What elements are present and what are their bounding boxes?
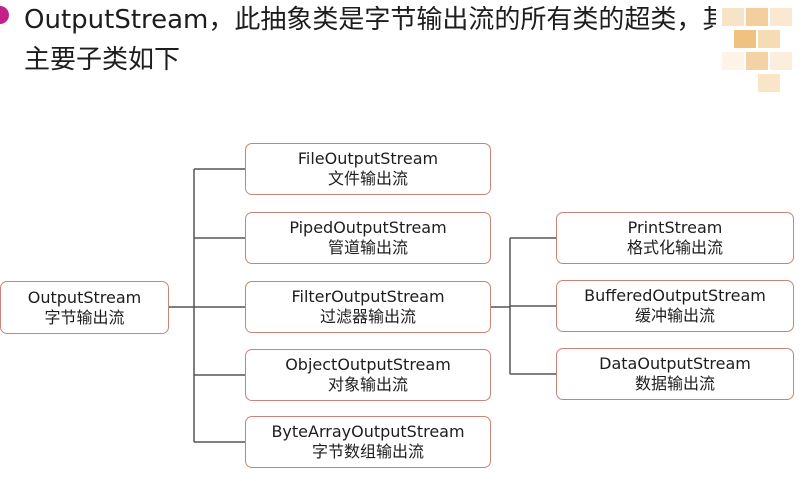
node-child-zh: 对象输出流 (327, 375, 408, 394)
node-root-en: OutputStream (27, 287, 142, 307)
node-child-en: FileOutputStream (297, 149, 439, 168)
node-child-file: FileOutputStream 文件输出流 (245, 143, 491, 195)
bullet-dot-icon (0, 6, 9, 24)
node-child-en: ObjectOutputStream (285, 355, 451, 374)
node-root-zh: 字节输出流 (44, 307, 125, 327)
heading-line-2: 主要子类如下 (24, 45, 181, 75)
node-child-en: PipedOutputStream (289, 218, 447, 237)
node-child-zh: 文件输出流 (327, 169, 408, 188)
node-child-filter: FilterOutputStream 过滤器输出流 (245, 281, 491, 333)
node-child-zh: 过滤器输出流 (319, 307, 416, 326)
node-child-en: ByteArrayOutputStream (271, 422, 465, 441)
node-child-zh: 字节数组输出流 (311, 442, 424, 461)
node-filter-child-zh: 数据输出流 (634, 374, 715, 393)
node-filter-print: PrintStream 格式化输出流 (556, 212, 794, 264)
node-filter-child-en: DataOutputStream (599, 354, 751, 373)
node-root: OutputStream 字节输出流 (0, 281, 169, 334)
heading-line-1: OutputStream，此抽象类是字节输出流的所有类的超类，其 (24, 5, 729, 35)
node-filter-buffered: BufferedOutputStream 缓冲输出流 (556, 280, 794, 332)
corner-cubes-decoration-icon (716, 0, 796, 95)
node-filter-child-zh: 缓冲输出流 (634, 306, 715, 325)
heading-text: OutputStream，此抽象类是字节输出流的所有类的超类，其 主要子类如下 (24, 0, 802, 80)
node-child-zh: 管道输出流 (327, 238, 408, 257)
node-filter-child-en: PrintStream (627, 218, 723, 237)
node-child-object: ObjectOutputStream 对象输出流 (245, 349, 491, 401)
node-filter-child-zh: 格式化输出流 (626, 238, 723, 257)
node-child-piped: PipedOutputStream 管道输出流 (245, 212, 491, 264)
node-filter-child-en: BufferedOutputStream (584, 286, 766, 305)
node-child-en: FilterOutputStream (291, 287, 445, 306)
node-filter-data: DataOutputStream 数据输出流 (556, 348, 794, 400)
node-child-bytearray: ByteArrayOutputStream 字节数组输出流 (245, 416, 491, 468)
